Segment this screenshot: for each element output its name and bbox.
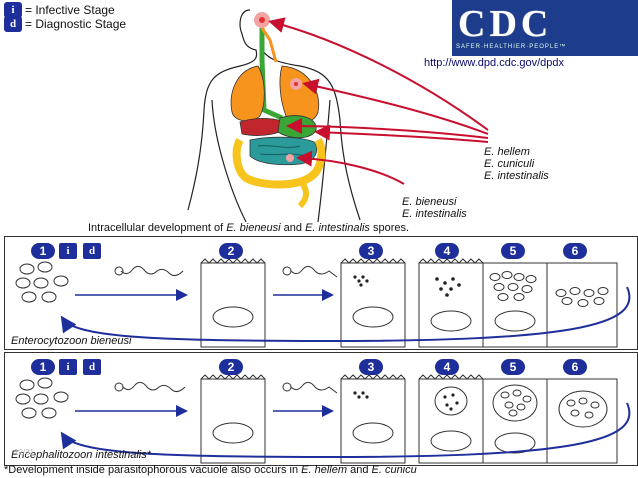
small-intestine [249,136,317,166]
arrow-to-stomach [314,124,489,143]
species-bieneusi: E. bieneusi [402,196,457,208]
cdc-logo-letters: CDC [458,3,553,45]
host-cell-6 [546,262,618,348]
infective-icon-b: i [59,359,77,375]
species-intestinalis-b: E. intestinalis [402,208,467,220]
stage-4-badge: 4 [435,243,459,259]
species-hellem: E. hellem [484,146,530,158]
panel-encephalitozoon: 1 i d 2 3 4 5 6 Encephalitozoon intestin… [4,352,638,466]
arrow-to-intestine [296,150,405,185]
legend-infective: i = Infective Stage [4,2,115,18]
diagnostic-stage-badge: d [4,16,22,32]
stage-5-badge: 5 [501,243,525,259]
cycle-arrow-bottom [60,402,631,459]
cdc-logo-tagline: SAFER·HEALTHIER·PEOPLE™ [456,44,567,50]
human-body-illustration [187,9,489,223]
stage-5-badge-b: 5 [501,359,525,375]
species-group-2: E. bieneusi E. intestinalis [402,196,467,220]
infective-stage-label: = Infective Stage [25,3,115,17]
infective-stage-badge: i [4,2,22,18]
stage-6-badge-b: 6 [563,359,587,375]
spore-cluster-b [15,377,69,419]
stage-1-badge: 1 [31,243,55,259]
vacuole-4 [434,386,468,416]
legend-diagnostic: d = Diagnostic Stage [4,16,126,32]
panel-enterocytozoon: 1 i d 2 3 4 5 6 Enterocytozoon bieneusi [4,236,638,350]
figure-caption: Intracellular development of E. bieneusi… [88,222,410,234]
stage-1-badge-b: 1 [31,359,55,375]
cycle-arrow-top [60,286,631,343]
vacuole-5 [492,384,538,422]
species-cuniculi: E. cuniculi [484,158,535,170]
panel-bottom-label: Encephalitozoon intestinalis* [11,449,152,461]
species-group-1: E. hellem E. cuniculi E. intestinalis [484,146,549,182]
infective-icon: i [59,243,77,259]
right-lung [279,65,320,123]
cdc-logo: CDC SAFER·HEALTHIER·PEOPLE™ [452,0,638,56]
spore-cluster [15,261,69,303]
diagnostic-icon: d [83,243,101,259]
host-cell-3 [340,262,406,348]
stage-4-badge-b: 4 [435,359,459,375]
host-cell-2 [200,262,266,348]
stage-2-badge: 2 [219,243,243,259]
stage-6-badge: 6 [563,243,587,259]
diagnostic-stage-label: = Diagnostic Stage [25,17,127,31]
footnote: *Development inside parasitophorous vacu… [4,464,417,476]
cdc-url[interactable]: http://www.dpd.cdc.gov/dpdx [424,57,565,69]
arrow-to-lung [302,78,489,135]
species-intestinalis-a: E. intestinalis [484,170,549,182]
stage-3-badge-b: 3 [359,359,383,375]
esophagus [259,28,284,121]
vacuole-6 [558,390,608,428]
stage-3-badge: 3 [359,243,383,259]
arrow-to-head [268,17,489,131]
panel-top-label: Enterocytozoon bieneusi [11,335,132,347]
diagnostic-icon-b: d [83,359,101,375]
stage-2-badge-b: 2 [219,359,243,375]
arrow-to-liver [286,118,489,139]
slide-watermark: 12/31 [14,448,35,457]
panel-top-drawing [15,258,631,348]
host-cell-4 [418,262,484,348]
left-lung [230,65,265,122]
panel-bottom-drawing [15,374,631,464]
body-outline [187,9,361,223]
